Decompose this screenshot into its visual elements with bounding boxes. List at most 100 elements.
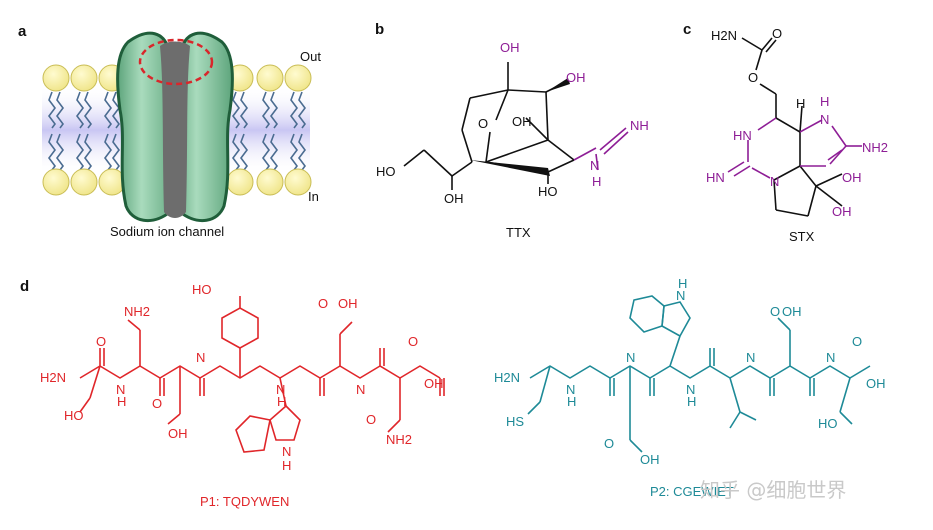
- stx-bonds: [741, 37, 843, 217]
- p1-n-1: N: [116, 382, 125, 397]
- lipid-tail: [48, 133, 56, 171]
- p2-n-4: N: [746, 350, 755, 365]
- p2-n-1: N: [566, 382, 575, 397]
- ttx-guanidine-bonds: [573, 127, 629, 171]
- lipid-head: [256, 168, 284, 196]
- p1-h-3: H: [277, 394, 286, 409]
- p1-nh2-asn: NH2: [386, 432, 412, 447]
- lipid-tail: [112, 133, 120, 171]
- binding-site-marker: [138, 38, 214, 86]
- p2-n-5: N: [826, 350, 835, 365]
- ttx-bold-wedge: [470, 160, 550, 176]
- lipid-head: [42, 64, 70, 92]
- stx-n-bottom: N: [770, 174, 779, 189]
- p2-h-3: H: [687, 394, 696, 409]
- lipid-head: [70, 168, 98, 196]
- stx-h-stereo: H: [796, 96, 805, 111]
- ttx-h-bottom: H: [592, 174, 601, 189]
- p2-n-trp: N: [676, 288, 685, 303]
- lipid-head: [256, 64, 284, 92]
- p2-h2n: H2N: [494, 370, 520, 385]
- lipid-tail: [56, 133, 64, 171]
- p1-ho-tyr: HO: [192, 282, 212, 297]
- lipid-tail: [262, 133, 270, 171]
- ttx-oh-top: OH: [500, 40, 520, 55]
- lipid-tail: [84, 91, 92, 129]
- p1-oh-asp: OH: [168, 426, 188, 441]
- lipid-tail: [270, 91, 278, 129]
- ttx-nh-top: NH: [630, 118, 649, 133]
- p1-n-2: N: [196, 350, 205, 365]
- p1-n-3: N: [276, 382, 285, 397]
- p1-o-asp: O: [152, 396, 162, 411]
- caption-stx: STX: [789, 229, 815, 244]
- p1-n-4: N: [356, 382, 365, 397]
- p2-h-1: H: [567, 394, 576, 409]
- lipid-tail: [76, 91, 84, 129]
- ttx-oh-right: OH: [566, 70, 586, 85]
- panel-b-ttx: b OH: [375, 21, 649, 240]
- lipid-tail: [232, 133, 240, 171]
- p1-o-glu: O: [318, 296, 328, 311]
- p2-o-term: O: [852, 334, 862, 349]
- stx-o-carbonyl: O: [772, 26, 782, 41]
- caption-sodium-channel: Sodium ion channel: [110, 224, 224, 239]
- p1-h-1: H: [117, 394, 126, 409]
- lipid-tails: [48, 91, 306, 171]
- stx-nh2: NH2: [862, 140, 888, 155]
- panel-letter-d: d: [20, 278, 29, 295]
- lipid-tail: [48, 91, 56, 129]
- lipid-head: [226, 168, 254, 196]
- lipid-head: [284, 64, 312, 92]
- p1-backbone: [79, 365, 441, 379]
- panel-letter-a: a: [18, 23, 27, 40]
- p1-nh2-gln: NH2: [124, 304, 150, 319]
- p1-o-gln: O: [96, 334, 106, 349]
- p2-oh-glu: OH: [782, 304, 802, 319]
- lipid-tail: [76, 133, 84, 171]
- p2-n-2: N: [626, 350, 635, 365]
- lipid-tail: [104, 133, 112, 171]
- lipid-tail: [104, 91, 112, 129]
- stx-n-ring: N: [820, 112, 829, 127]
- stx-o-ester: O: [748, 70, 758, 85]
- stx-oh-2: OH: [832, 204, 852, 219]
- ttx-oh-bottom: OH: [444, 191, 464, 206]
- lipid-tail: [270, 133, 278, 171]
- ttx-o-ring: O: [478, 116, 488, 131]
- lipid-tail: [84, 133, 92, 171]
- panel-d: d: [20, 276, 886, 509]
- p2-ho-thr: HO: [818, 416, 838, 431]
- lipid-tail: [240, 91, 248, 129]
- stx-oh-1: OH: [842, 170, 862, 185]
- p2-oh-term: OH: [866, 376, 886, 391]
- panel-letter-c: c: [683, 21, 691, 38]
- lipid-tail: [232, 91, 240, 129]
- p1-h2n: H2N: [40, 370, 66, 385]
- p2-side-chains: [527, 295, 853, 453]
- lipid-tail: [240, 133, 248, 171]
- panel-letter-b: b: [375, 21, 384, 38]
- p1-oh-term: OH: [424, 376, 444, 391]
- lipid-head: [284, 168, 312, 196]
- lipid-tail: [290, 133, 298, 171]
- caption-p2: P2: CGEWIET: [650, 484, 734, 499]
- watermark: 知乎 @细胞世界: [700, 478, 846, 502]
- stx-h2n-carbamate: H2N: [711, 28, 737, 43]
- p2-n-3: N: [686, 382, 695, 397]
- lipid-heads: [42, 64, 312, 196]
- ttx-ho-bottom: HO: [538, 184, 558, 199]
- stx-hn-imine: HN: [706, 170, 725, 185]
- p1-side-chains: [79, 296, 445, 453]
- stx-hetero-bonds: [727, 117, 862, 179]
- label-out: Out: [300, 49, 321, 64]
- p1-h-trp: H: [282, 458, 291, 473]
- stx-hn-ring: HN: [733, 128, 752, 143]
- p1-oh-glu: OH: [338, 296, 358, 311]
- lipid-head: [42, 168, 70, 196]
